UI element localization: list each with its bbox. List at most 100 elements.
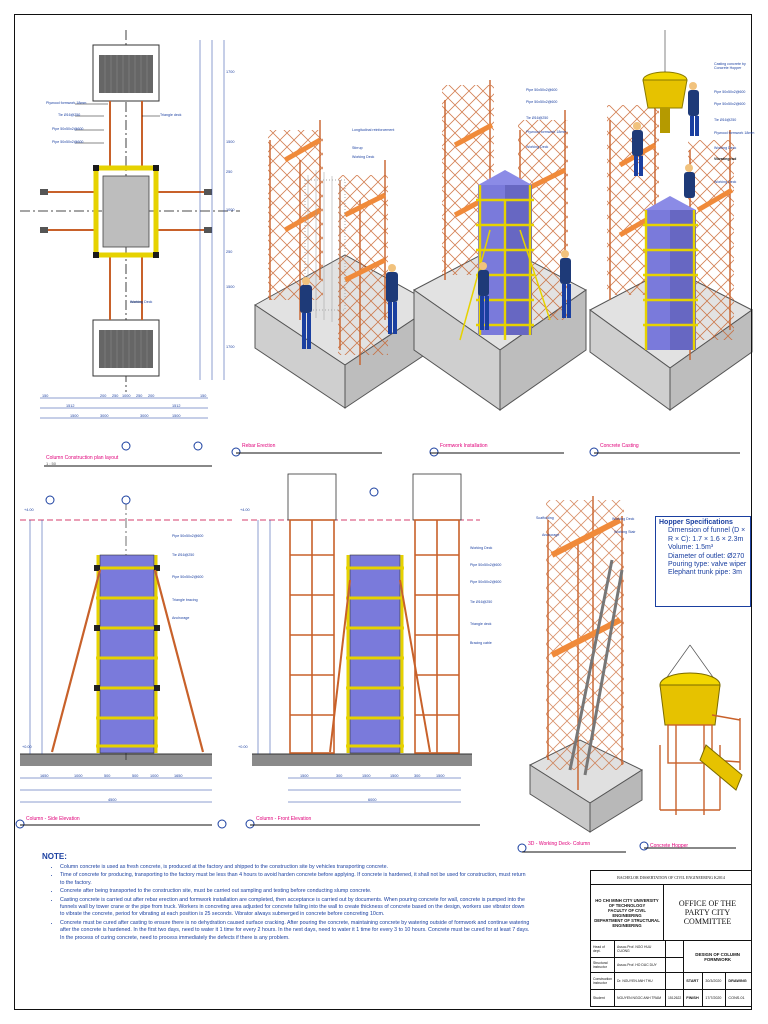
callout-tie-4: Tie Ø16@250 (172, 553, 195, 557)
title-block-body: HO CHI MINH CITY UNIVERSITY OF TECHNOLOG… (590, 884, 752, 941)
plan-view-title: Column Construction plan layout (46, 455, 119, 461)
callout-tie-2: Tie Ø16@250 (526, 116, 549, 120)
plan-vdim-6: 1500 (226, 285, 235, 289)
callout-plywood-3: Plywood formwork 18mm (714, 131, 755, 135)
notes-heading: NOTE: (42, 852, 67, 861)
side-dim-6: 1650 (174, 774, 183, 778)
plan-dim-row2-1: 1500 (70, 414, 79, 418)
callout-pipe-2: Pipe 50x50x2@600 (52, 140, 84, 144)
front-dim-6: 1500 (436, 774, 445, 778)
project-name: OFFICE OF THE PARTY CITY COMMITTEE (663, 884, 752, 941)
callout-pipe-7: Pipe 50x50x2@600 (172, 534, 204, 538)
drawing-number: CONS.01 (725, 989, 752, 1007)
side-dim-5: 1000 (150, 774, 159, 778)
callout-working-deck-4: Working Deck (714, 146, 737, 150)
concrete-hopper-title: Concrete Hopper (650, 843, 689, 849)
front-elevation-view (242, 473, 480, 829)
hopper-spec-heading: Hopper Specifications (659, 519, 733, 526)
front-dim-2: 300 (336, 774, 343, 778)
side-dim-4: 500 (132, 774, 139, 778)
callout-tie-3: Tie Ø16@250 (714, 118, 737, 122)
note-item: Column concrete is used as fresh concret… (60, 864, 530, 871)
rebar-erection-view (231, 120, 436, 457)
role-student: Student (589, 989, 616, 1007)
front-elevation-title: Column - Front Elevation (256, 816, 312, 822)
name-construction-instructor: Dr. NGUYEN ANH THU (614, 972, 667, 990)
side-level-top: +4.00 (24, 508, 34, 512)
front-dim-total: 6000 (368, 798, 377, 802)
working-deck-title: 3D - Working Deck- Column (528, 841, 591, 847)
plan-vdim-5: 250 (226, 250, 233, 254)
hopper-spec-item: Pouring type: valve wiper (668, 561, 747, 569)
front-dim-3: 1500 (362, 774, 371, 778)
role-head-of-dept: Head of dept. (589, 940, 616, 958)
side-elevation-view (15, 495, 232, 829)
callout-plywood: Plywood formwork 18mm (46, 101, 87, 105)
university-cell: HO CHI MINH CITY UNIVERSITY OF TECHNOLOG… (590, 884, 664, 941)
plan-dim-row2-3: 3000 (140, 414, 149, 418)
title-block: BACHELOR DISSERTATION OF CIVIL ENGINEERI… (590, 870, 752, 885)
callout-working-deck-6: Working Deck (470, 546, 493, 550)
hopper-spec-item: Elephant trunk pipe: 3m (668, 569, 742, 577)
plan-dim-8: 1512 (172, 404, 181, 408)
callout-working-deck-3: Working Deck (526, 145, 549, 149)
start-label: START (683, 972, 704, 990)
plan-dim-3: 200 (100, 394, 107, 398)
side-elevation-title: Column - Side Elevation (26, 816, 80, 822)
callout-longitudinal: Longitudinal reinforcement (352, 128, 395, 132)
concrete-hopper-view (639, 644, 743, 851)
callout-pipe-6: Pipe 50x50x2@600 (714, 102, 746, 106)
plan-vdim-7: 1700 (226, 345, 235, 349)
formwork-installation-view (413, 80, 587, 457)
formwork-installation-title: Formwork Installation (440, 443, 488, 449)
callout-plywood-2: Plywood formwork 18mm (526, 130, 567, 134)
plan-dim-6: 250 (136, 394, 143, 398)
plan-vdim-4: 1000 (226, 208, 235, 212)
note-item: Time of concrete for producing, transpor… (60, 872, 530, 887)
front-level-base: +0.00 (238, 745, 248, 749)
side-dim-3: 500 (104, 774, 111, 778)
front-dim-5: 300 (414, 774, 421, 778)
callout-anchorage-2: Anchorage (542, 533, 560, 537)
plan-dim-row2-4: 1500 (172, 414, 181, 418)
callout-pipe-8: Pipe 50x50x2@600 (172, 575, 204, 579)
plan-dim-5: 1000 (122, 394, 131, 398)
plan-dim-9: 150 (200, 394, 207, 398)
plan-vdim-1: 1700 (226, 70, 235, 74)
side-dim-1: 1650 (40, 774, 49, 778)
plan-dim-4: 250 (112, 394, 119, 398)
drawing-label: DRAWING (725, 972, 752, 990)
finish-date: 17/7/2020 (702, 989, 727, 1007)
side-level-base: +0.00 (22, 745, 32, 749)
title-block-signatures: Head of dept. Assoc.Prof. NGO HUU CUONG … (589, 940, 752, 1007)
plan-vdim-3: 250 (226, 170, 233, 174)
working-deck-3d-view (517, 496, 644, 853)
callout-working-deck-2: Working Deck (352, 155, 375, 159)
hopper-specifications-box: Hopper Specifications Dimension of funne… (655, 516, 751, 607)
hopper-spec-item: Dimension of funnel (D × R × C): 1.7 × 1… (668, 527, 746, 543)
notes-list: Column concrete is used as fresh concret… (50, 864, 530, 943)
university-line-1: HO CHI MINH CITY UNIVERSITY OF TECHNOLOG… (595, 897, 659, 908)
plan-view-scale: 1 : 50 (46, 461, 57, 466)
plan-dim-7: 200 (148, 394, 155, 398)
callout-pipe-5: Pipe 50x50x2@600 (714, 90, 746, 94)
plan-dim-2: 1512 (66, 404, 75, 408)
concrete-casting-title: Concrete Casting (600, 443, 639, 449)
student-id: 1512622 (665, 989, 685, 1007)
university-line-3: DEPARTMENT OF STRUCTURAL ENGINEERING (594, 917, 660, 928)
sheet-border (14, 14, 752, 1010)
callout-triangle-deck-2: Triangle deck (470, 622, 492, 626)
callout-bracing-cable: Bracing cable (470, 641, 492, 645)
callout-pipe-1: Pipe 50x50x2@600 (52, 127, 84, 131)
callout-pipe-4: Pipe 50x50x2@600 (526, 100, 558, 104)
side-dim-total: 4500 (108, 798, 117, 802)
callout-stirrup: Stirrup (352, 146, 363, 150)
university-line-2: FACULTY OF CIVIL ENGINEERING (608, 907, 646, 918)
callout-working-deck-7: Working Deck (612, 517, 635, 521)
drawing-name: DESIGN OF COLUMN FORMWORK (683, 940, 752, 973)
plan-layout-view (20, 30, 240, 451)
plan-dim-row2-2: 3000 (100, 414, 109, 418)
front-level-top: +4.00 (240, 508, 250, 512)
